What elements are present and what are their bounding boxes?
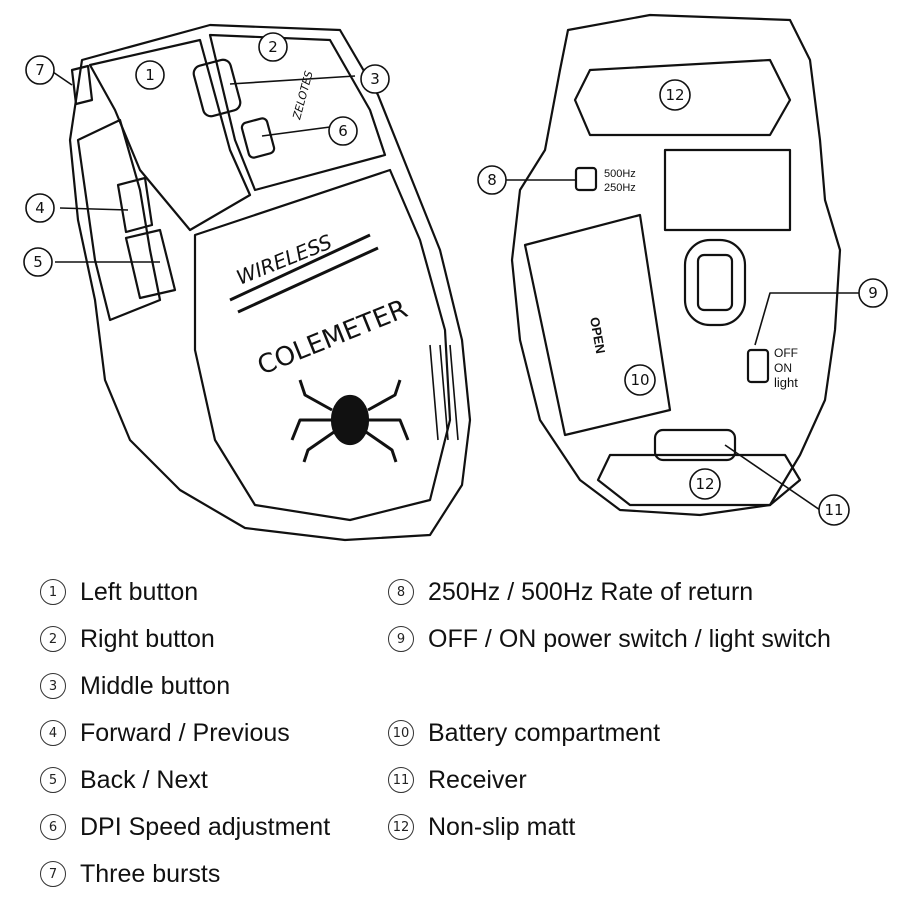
callout-8: 8 [477, 165, 507, 195]
dpi-button-shape [240, 117, 276, 159]
svg-text:8: 8 [487, 171, 497, 189]
legend-item-2: 2 Right button [40, 622, 215, 656]
legend-item-8: 8 250Hz / 500Hz Rate of return [388, 575, 753, 609]
callout-12-top: 12 [659, 79, 691, 111]
legend-number: 4 [40, 720, 66, 746]
top-wireless-stripe [229, 233, 379, 314]
svg-text:3: 3 [370, 70, 380, 88]
brand-text: COLEMETER [253, 294, 411, 381]
callout-4: 4 [25, 193, 55, 223]
rate-500-text: 500Hz [604, 168, 636, 180]
callout-5: 5 [23, 247, 53, 277]
legend-number: 6 [40, 814, 66, 840]
legend-label: Middle button [80, 671, 231, 700]
switch-on-text: ON [774, 361, 792, 375]
top-left-button-shape [88, 38, 252, 232]
forward-button-shape [116, 176, 154, 234]
svg-text:12: 12 [665, 86, 684, 104]
top-right-button-shape [208, 33, 387, 192]
legend-number: 12 [388, 814, 414, 840]
legend-label: Three bursts [80, 859, 221, 888]
callout-9: 9 [858, 278, 888, 308]
legend-item-11: 11 Receiver [388, 763, 527, 797]
mouse-top-view [68, 23, 472, 542]
callout-10: 10 [624, 364, 656, 396]
callout-2: 2 [258, 32, 288, 62]
legend-label: DPI Speed adjustment [80, 812, 331, 841]
svg-text:12: 12 [695, 475, 714, 493]
callout-1: 1 [135, 60, 165, 90]
side-brand-text: ZELOTES [290, 69, 316, 121]
svg-text:11: 11 [824, 501, 843, 519]
top-non-slip-pad [573, 58, 792, 137]
optical-sensor-shape [683, 238, 747, 327]
power-switch-shape [746, 348, 770, 384]
sensor-inner-shape [696, 253, 734, 312]
callout-lines [49, 69, 860, 511]
mouse-bottom-view [510, 13, 842, 517]
svg-text:1: 1 [145, 66, 155, 84]
callout-markers: 1 2 3 4 5 6 7 8 9 10 11 12 12 [23, 32, 888, 526]
top-vent-lines [429, 344, 459, 441]
legend-item-9: 9 OFF / ON power switch / light switch [388, 622, 831, 656]
open-text: OPEN [587, 316, 608, 355]
legend-item-12: 12 Non-slip matt [388, 810, 575, 844]
svg-text:10: 10 [630, 371, 649, 389]
svg-text:2: 2 [268, 38, 278, 56]
legend-number: 11 [388, 767, 414, 793]
legend-label: Back / Next [80, 765, 208, 794]
top-body-panel [193, 168, 452, 522]
legend-label: Receiver [428, 765, 527, 794]
top-view-outline [68, 23, 472, 542]
svg-text:4: 4 [35, 199, 45, 217]
legend-number: 3 [40, 673, 66, 699]
legend-item-1: 1 Left button [40, 575, 198, 609]
battery-compartment-shape [523, 213, 672, 437]
svg-text:9: 9 [868, 284, 878, 302]
legend-number: 10 [388, 720, 414, 746]
legend-item-4: 4 Forward / Previous [40, 716, 290, 750]
svg-text:6: 6 [338, 122, 348, 140]
top-side-grip [76, 118, 162, 322]
bottom-non-slip-pad [596, 453, 802, 507]
legend-label: Battery compartment [428, 718, 661, 747]
back-button-shape [124, 228, 177, 300]
legend-number: 1 [40, 579, 66, 605]
legend-item-3: 3 Middle button [40, 669, 230, 703]
callout-7: 7 [25, 55, 55, 85]
callout-11: 11 [818, 494, 850, 526]
legend-label: Left button [80, 577, 199, 606]
legend-item-7: 7 Three bursts [40, 857, 220, 891]
legend-number: 8 [388, 579, 414, 605]
rate-switch-shape [574, 166, 598, 192]
callout-12-bottom: 12 [689, 468, 721, 500]
legend-number: 7 [40, 861, 66, 887]
callout-6: 6 [328, 116, 358, 146]
rate-250-text: 250Hz [604, 182, 636, 194]
legend-number: 5 [40, 767, 66, 793]
callout-3: 3 [360, 64, 390, 94]
switch-light-text: light [774, 375, 798, 390]
legend-label: OFF / ON power switch / light switch [428, 624, 831, 653]
burst-button-shape [70, 64, 94, 106]
legend-label: 250Hz / 500Hz Rate of return [428, 577, 754, 606]
svg-text:7: 7 [35, 61, 45, 79]
legend-number: 2 [40, 626, 66, 652]
legend-number: 9 [388, 626, 414, 652]
svg-text:5: 5 [33, 253, 43, 271]
legend-item-10: 10 Battery compartment [388, 716, 660, 750]
label-plate-shape [663, 148, 792, 232]
legend: 1 Left button 2 Right button 3 Middle bu… [0, 565, 900, 900]
mouse-diagram: WIRELESS COLEMETER ZELOTES 500Hz 250Hz O… [23, 13, 888, 542]
receiver-slot-shape [653, 428, 737, 462]
legend-item-5: 5 Back / Next [40, 763, 208, 797]
switch-off-text: OFF [774, 346, 798, 360]
legend-item-6: 6 DPI Speed adjustment [40, 810, 330, 844]
spider-logo-icon [290, 379, 410, 463]
legend-label: Right button [80, 624, 215, 653]
legend-label: Non-slip matt [428, 812, 576, 841]
legend-label: Forward / Previous [80, 718, 290, 747]
